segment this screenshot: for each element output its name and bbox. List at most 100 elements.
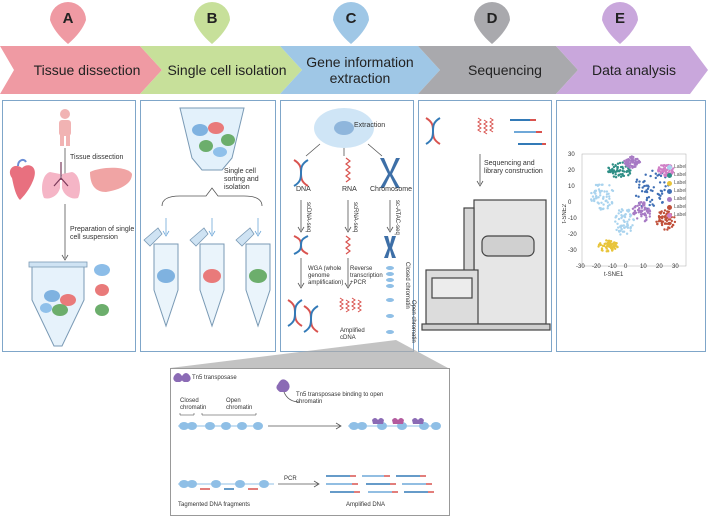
scatter-point: [590, 198, 593, 201]
y-tick-label: 10: [568, 184, 575, 190]
x-tick-label: -20: [592, 264, 601, 270]
label-seq-lib: Sequencing and library construction: [484, 160, 543, 176]
scatter-point: [659, 174, 663, 178]
scatter-point: [606, 201, 609, 204]
scatter-point: [599, 208, 602, 211]
step-pins: [49, 1, 638, 45]
scatter-point: [605, 250, 608, 253]
label-tn5-transposase: Tn5 transposase: [192, 375, 237, 381]
scatter-point: [605, 190, 609, 193]
scatter-point: [670, 168, 674, 172]
scatter-point: [646, 187, 650, 190]
scatter-point: [644, 207, 647, 210]
scatter-point: [614, 242, 618, 246]
scatter-point: [616, 222, 619, 225]
scatter-point: [629, 214, 633, 217]
scatter-point: [651, 203, 654, 206]
scatter-point: [590, 191, 593, 195]
scatter-point: [639, 213, 643, 216]
scatter-point: [619, 210, 623, 214]
scatter-point: [673, 216, 676, 219]
scatter-point: [602, 203, 605, 206]
scatter-point: [594, 183, 598, 187]
scatter-point: [616, 162, 620, 165]
y-tick-label: -30: [568, 248, 577, 254]
scatter-point: [656, 192, 659, 196]
scatter-point: [669, 218, 672, 221]
scatter-point: [638, 183, 641, 186]
scatter-point: [648, 210, 652, 213]
scatter-point: [638, 207, 641, 210]
chromosome-icon: [380, 158, 400, 188]
step-letter-b: B: [206, 10, 218, 27]
x-tick-label: 10: [640, 264, 647, 270]
scatter-point: [602, 195, 605, 199]
pin-d: [474, 2, 510, 44]
scatter-point: [635, 180, 638, 183]
scatter-point: [663, 222, 667, 225]
scatter-point: [622, 224, 625, 227]
scatter-point: [640, 206, 644, 209]
scatter-point: [650, 198, 654, 202]
legend-label: Label: [674, 196, 687, 202]
scatter-point: [667, 171, 670, 174]
scatter-point: [634, 165, 637, 168]
open-chromatin-strand: [386, 266, 394, 334]
x-tick-label: 20: [656, 264, 663, 270]
chromatin-strand-2: [348, 418, 441, 430]
legend-swatch: [667, 173, 672, 178]
scatter-point: [660, 192, 664, 195]
rna-icon-d: [477, 117, 494, 135]
scatter-point: [597, 196, 600, 199]
scatter-point: [612, 169, 616, 172]
scatter-point: [626, 209, 629, 212]
scatter-point: [649, 174, 652, 178]
legend-label: Label: [674, 212, 687, 218]
scatter-point: [645, 198, 648, 202]
y-tick-label: -20: [568, 232, 577, 238]
single-cells: [94, 264, 110, 316]
label-preparation: Preparation of single cell suspension: [70, 226, 135, 242]
tsne-plot: [581, 153, 687, 267]
label-amplified-dna: Amplified DNA: [346, 502, 386, 508]
scatter-point: [639, 201, 643, 204]
brace: [161, 187, 263, 207]
label-chromosome: Chromosome: [370, 186, 413, 193]
tn5-icon: [173, 373, 191, 382]
scatter-point: [608, 197, 611, 200]
label-reverse-transcription: Reverse transcription +PCR: [350, 266, 383, 286]
scatter-point: [641, 212, 645, 216]
scatter-point: [617, 212, 620, 215]
scatter-point: [654, 172, 657, 175]
scatter-point: [655, 220, 658, 223]
scatter-point: [641, 186, 644, 189]
scatter-point: [629, 227, 632, 230]
scatter-point: [617, 217, 621, 221]
legend-label: Label: [674, 204, 687, 210]
x-tick-label: -30: [576, 264, 585, 270]
pin-e: [602, 2, 638, 44]
scatter-point: [658, 196, 661, 200]
scatter-point: [659, 219, 662, 223]
scatter-point: [623, 215, 627, 219]
label-tn5-binding: Tn5 transposase binding to open chromati…: [296, 392, 384, 405]
scatter-point: [630, 164, 634, 168]
scatter-point: [659, 194, 662, 197]
scatter-point: [661, 164, 665, 167]
plot-frame: [581, 153, 687, 267]
chevron-e: [556, 46, 708, 94]
scatter-point: [626, 224, 629, 227]
label-scdna-seq: scDNA-seq: [305, 202, 311, 233]
scatter-point: [605, 245, 609, 248]
step-title-b: Single cell isolation: [167, 61, 287, 78]
scatter-point: [603, 244, 606, 248]
step-title-d: Sequencing: [468, 61, 542, 78]
rna-icon: [345, 157, 351, 183]
scatter-point: [607, 170, 610, 173]
scatter-point: [645, 196, 649, 200]
tube-2: [189, 227, 225, 328]
scatter-point: [610, 189, 614, 192]
scatter-point: [613, 241, 616, 244]
scatter-point: [607, 166, 610, 169]
scatter-point: [621, 167, 625, 170]
